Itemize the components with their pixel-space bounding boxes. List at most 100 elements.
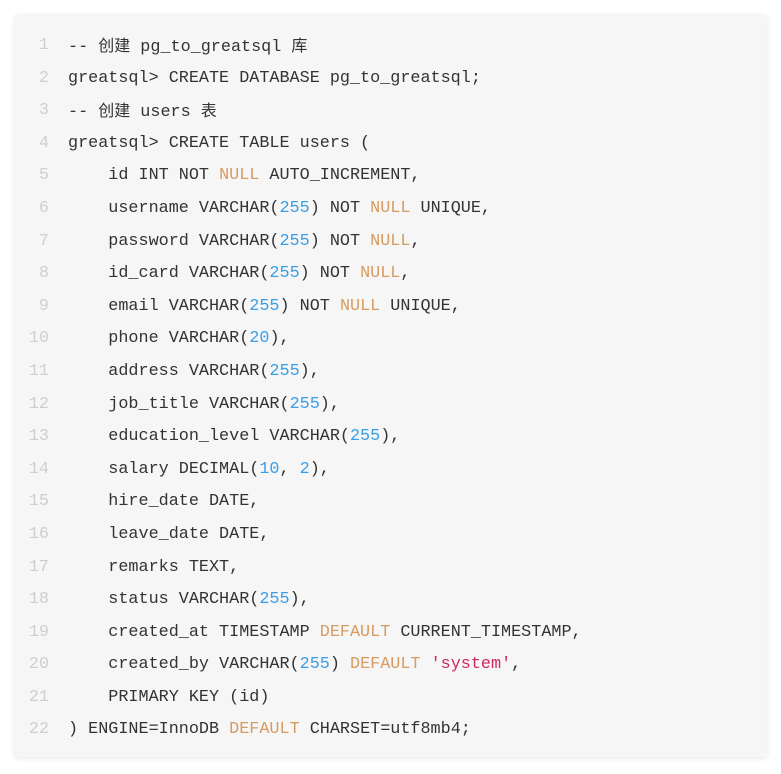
line-number: 10 — [28, 329, 49, 349]
code-token — [421, 655, 431, 674]
code-token: AUTO_INCREMENT, — [259, 166, 421, 186]
code-text: hire_date DATE, — [68, 486, 259, 519]
line-number: 2 — [38, 68, 49, 88]
line-number: 13 — [28, 427, 49, 447]
keyword-token: NULL — [339, 296, 381, 316]
number-token: 2 — [299, 459, 310, 479]
code-token: 表 — [200, 101, 217, 121]
code-token: ), — [289, 590, 310, 610]
code-token: salary DECIMAL( — [68, 459, 260, 479]
code-text: created_by VARCHAR(255) DEFAULT 'system'… — [68, 649, 521, 682]
code-token: users — [130, 103, 201, 123]
code-line: 4 greatsql> CREATE TABLE users ( — [15, 128, 767, 161]
code-text: ) ENGINE=InnoDB DEFAULT CHARSET=utf8mb4; — [68, 714, 471, 747]
code-text: email VARCHAR(255) NOT NULL UNIQUE, — [68, 291, 461, 324]
code-line: 14 salary DECIMAL(10, 2), — [15, 454, 767, 487]
code-text: PRIMARY KEY (id) — [68, 682, 269, 715]
code-token: ), — [309, 459, 330, 479]
code-line: 8 id_card VARCHAR(255) NOT NULL, — [15, 258, 767, 291]
code-token: 创建 — [98, 101, 131, 121]
code-token: status VARCHAR( — [68, 590, 260, 610]
keyword-token: NULL — [360, 264, 401, 284]
code-token: , — [400, 264, 411, 284]
line-number: 16 — [28, 524, 49, 544]
code-token: ), — [299, 361, 320, 381]
number-token: 255 — [269, 361, 300, 381]
line-number: 6 — [38, 198, 49, 218]
code-line: 17 remarks TEXT, — [15, 552, 767, 585]
number-token: 255 — [349, 427, 381, 447]
number-token: 255 — [259, 590, 290, 610]
code-token: ) NOT — [309, 231, 371, 251]
code-token: remarks TEXT, — [68, 557, 240, 577]
code-text: greatsql> CREATE TABLE users ( — [68, 128, 370, 161]
code-token: 创建 — [98, 36, 131, 55]
code-token: pg_to_greatsql — [130, 38, 292, 57]
code-text: phone VARCHAR(20), — [68, 323, 290, 356]
code-token: ), — [269, 329, 290, 349]
code-line: 6 username VARCHAR(255) NOT NULL UNIQUE, — [15, 193, 767, 226]
code-text: education_level VARCHAR(255), — [68, 421, 400, 454]
code-token: ) NOT — [279, 296, 340, 316]
number-token: 255 — [279, 198, 310, 218]
code-token: , — [410, 231, 421, 251]
line-number: 9 — [38, 296, 49, 316]
code-token: ), — [319, 394, 340, 414]
code-text: created_at TIMESTAMP DEFAULT CURRENT_TIM… — [68, 617, 581, 650]
line-number: 7 — [38, 231, 49, 251]
number-token: 10 — [259, 459, 280, 479]
code-token: ) — [329, 655, 350, 675]
code-token: address VARCHAR( — [68, 361, 270, 381]
code-text: address VARCHAR(255), — [68, 356, 320, 389]
keyword-token: NULL — [219, 166, 260, 186]
number-token: 255 — [249, 296, 280, 316]
code-text: -- 创建 pg_to_greatsql 库 — [68, 30, 307, 65]
code-token: education_level VARCHAR( — [68, 427, 350, 447]
keyword-token: DEFAULT — [229, 720, 300, 740]
code-line: 2 greatsql> CREATE DATABASE pg_to_greatsq… — [15, 63, 767, 96]
code-text: job_title VARCHAR(255), — [68, 389, 340, 422]
code-token: password VARCHAR( — [68, 231, 280, 251]
code-line: 16 leave_date DATE, — [15, 519, 767, 552]
code-token: id_card VARCHAR( — [68, 264, 270, 284]
code-token: created_at TIMESTAMP — [68, 622, 320, 642]
number-token: 255 — [279, 231, 310, 251]
line-number: 4 — [38, 133, 49, 153]
code-token: CHARSET=utf8mb4; — [299, 720, 471, 740]
keyword-token: NULL — [370, 231, 411, 251]
code-text: status VARCHAR(255), — [68, 584, 310, 617]
code-text: id_card VARCHAR(255) NOT NULL, — [68, 258, 410, 291]
code-token: id INT NOT — [68, 166, 220, 186]
line-number: 3 — [38, 101, 49, 121]
string-token: 'system' — [430, 655, 512, 675]
number-token: 255 — [269, 264, 300, 284]
number-token: 20 — [249, 329, 270, 349]
code-line: 3-- 创建 users 表 — [15, 95, 767, 128]
code-token: 库 — [291, 36, 308, 55]
code-token: , — [279, 459, 300, 479]
code-text: password VARCHAR(255) NOT NULL, — [68, 226, 421, 259]
code-token: ) NOT — [299, 264, 361, 284]
code-line: 1-- 创建 pg_to_greatsql 库 — [15, 30, 767, 63]
code-block: 1-- 创建 pg_to_greatsql 库 2 greatsql> CREATE… — [15, 15, 767, 757]
code-token: greatsql> CREATE DATABASE pg_to_greatsql… — [68, 68, 481, 88]
code-token: username VARCHAR( — [68, 198, 280, 218]
code-line: 11 address VARCHAR(255), — [15, 356, 767, 389]
number-token: 255 — [299, 655, 330, 675]
code-line: 7 password VARCHAR(255) NOT NULL, — [15, 226, 767, 259]
line-number: 12 — [28, 394, 49, 414]
number-token: 255 — [289, 394, 320, 414]
code-line: 21 PRIMARY KEY (id) — [15, 682, 767, 715]
code-token: -- — [68, 38, 99, 57]
keyword-token: DEFAULT — [319, 622, 391, 642]
line-number: 5 — [38, 166, 49, 186]
line-number: 15 — [28, 492, 49, 512]
line-number: 11 — [28, 361, 49, 381]
code-line: 5 id INT NOT NULL AUTO_INCREMENT, — [15, 160, 767, 193]
code-line: 20 created_by VARCHAR(255) DEFAULT 'syst… — [15, 649, 767, 682]
code-token: greatsql> CREATE TABLE users ( — [68, 133, 371, 153]
code-token: email VARCHAR( — [68, 296, 250, 316]
line-number: 19 — [28, 622, 49, 642]
line-number: 21 — [28, 687, 49, 707]
code-token: , — [511, 655, 522, 675]
